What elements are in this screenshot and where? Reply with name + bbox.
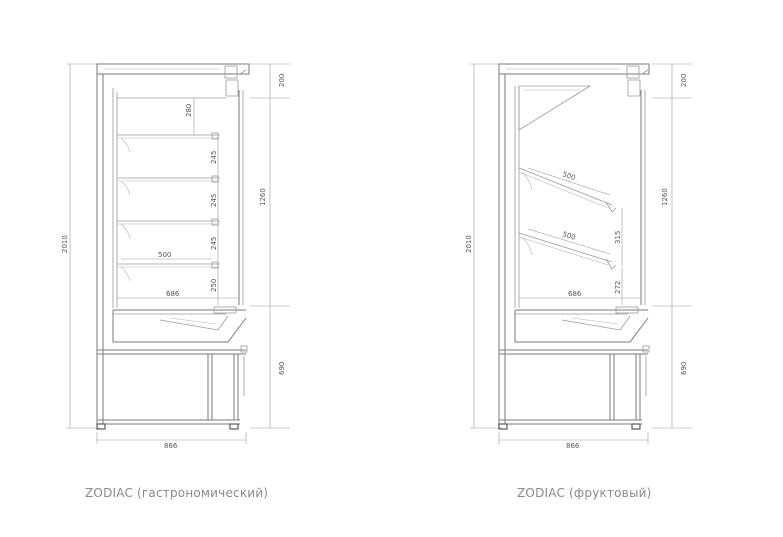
left-dim-middle: 1260 xyxy=(259,188,267,206)
right-dim-gap-2: 272 xyxy=(614,281,622,294)
left-unit-caption: ZODIAC (гастрономический) xyxy=(85,486,269,500)
left-unit-drawing: 2010 xyxy=(61,63,290,450)
right-dim-width: 866 xyxy=(566,442,580,450)
left-dim-top: 200 xyxy=(278,74,286,87)
left-dim-gap-2: 245 xyxy=(210,151,218,164)
right-dim-shelf-width-1: 500 xyxy=(561,170,576,182)
left-dim-bottom: 690 xyxy=(278,362,286,375)
left-shelf-1 xyxy=(117,132,220,153)
left-dim-gap-3: 245 xyxy=(210,194,218,207)
right-dim-total-height: 2010 xyxy=(465,235,473,253)
right-dim-shelf-width-2: 500 xyxy=(561,230,576,242)
right-dim-gap-1: 315 xyxy=(614,231,622,244)
right-dim-top: 200 xyxy=(680,74,688,87)
left-dim-depth: 686 xyxy=(166,290,180,298)
left-dim-gap-4: 245 xyxy=(210,237,218,250)
right-dim-depth: 686 xyxy=(568,290,582,298)
right-unit-caption: ZODIAC (фруктовый) xyxy=(517,486,652,500)
left-dim-shelf-width: 500 xyxy=(158,251,171,259)
right-shelf-2: 500 xyxy=(518,228,617,270)
right-dim-middle: 1260 xyxy=(661,188,669,206)
left-dim-width: 866 xyxy=(164,442,178,450)
right-shelf-1: 500 xyxy=(518,167,617,213)
right-unit-drawing: 2010 500 xyxy=(465,63,692,450)
left-shelf-3 xyxy=(117,218,220,239)
left-shelf-4 xyxy=(117,261,220,282)
left-dim-gap-5: 250 xyxy=(210,279,218,292)
left-dim-total-height: 2010 xyxy=(61,235,69,253)
right-dim-bottom: 690 xyxy=(680,362,688,375)
left-dim-gap-1: 280 xyxy=(185,104,193,117)
left-shelf-2 xyxy=(117,175,220,196)
